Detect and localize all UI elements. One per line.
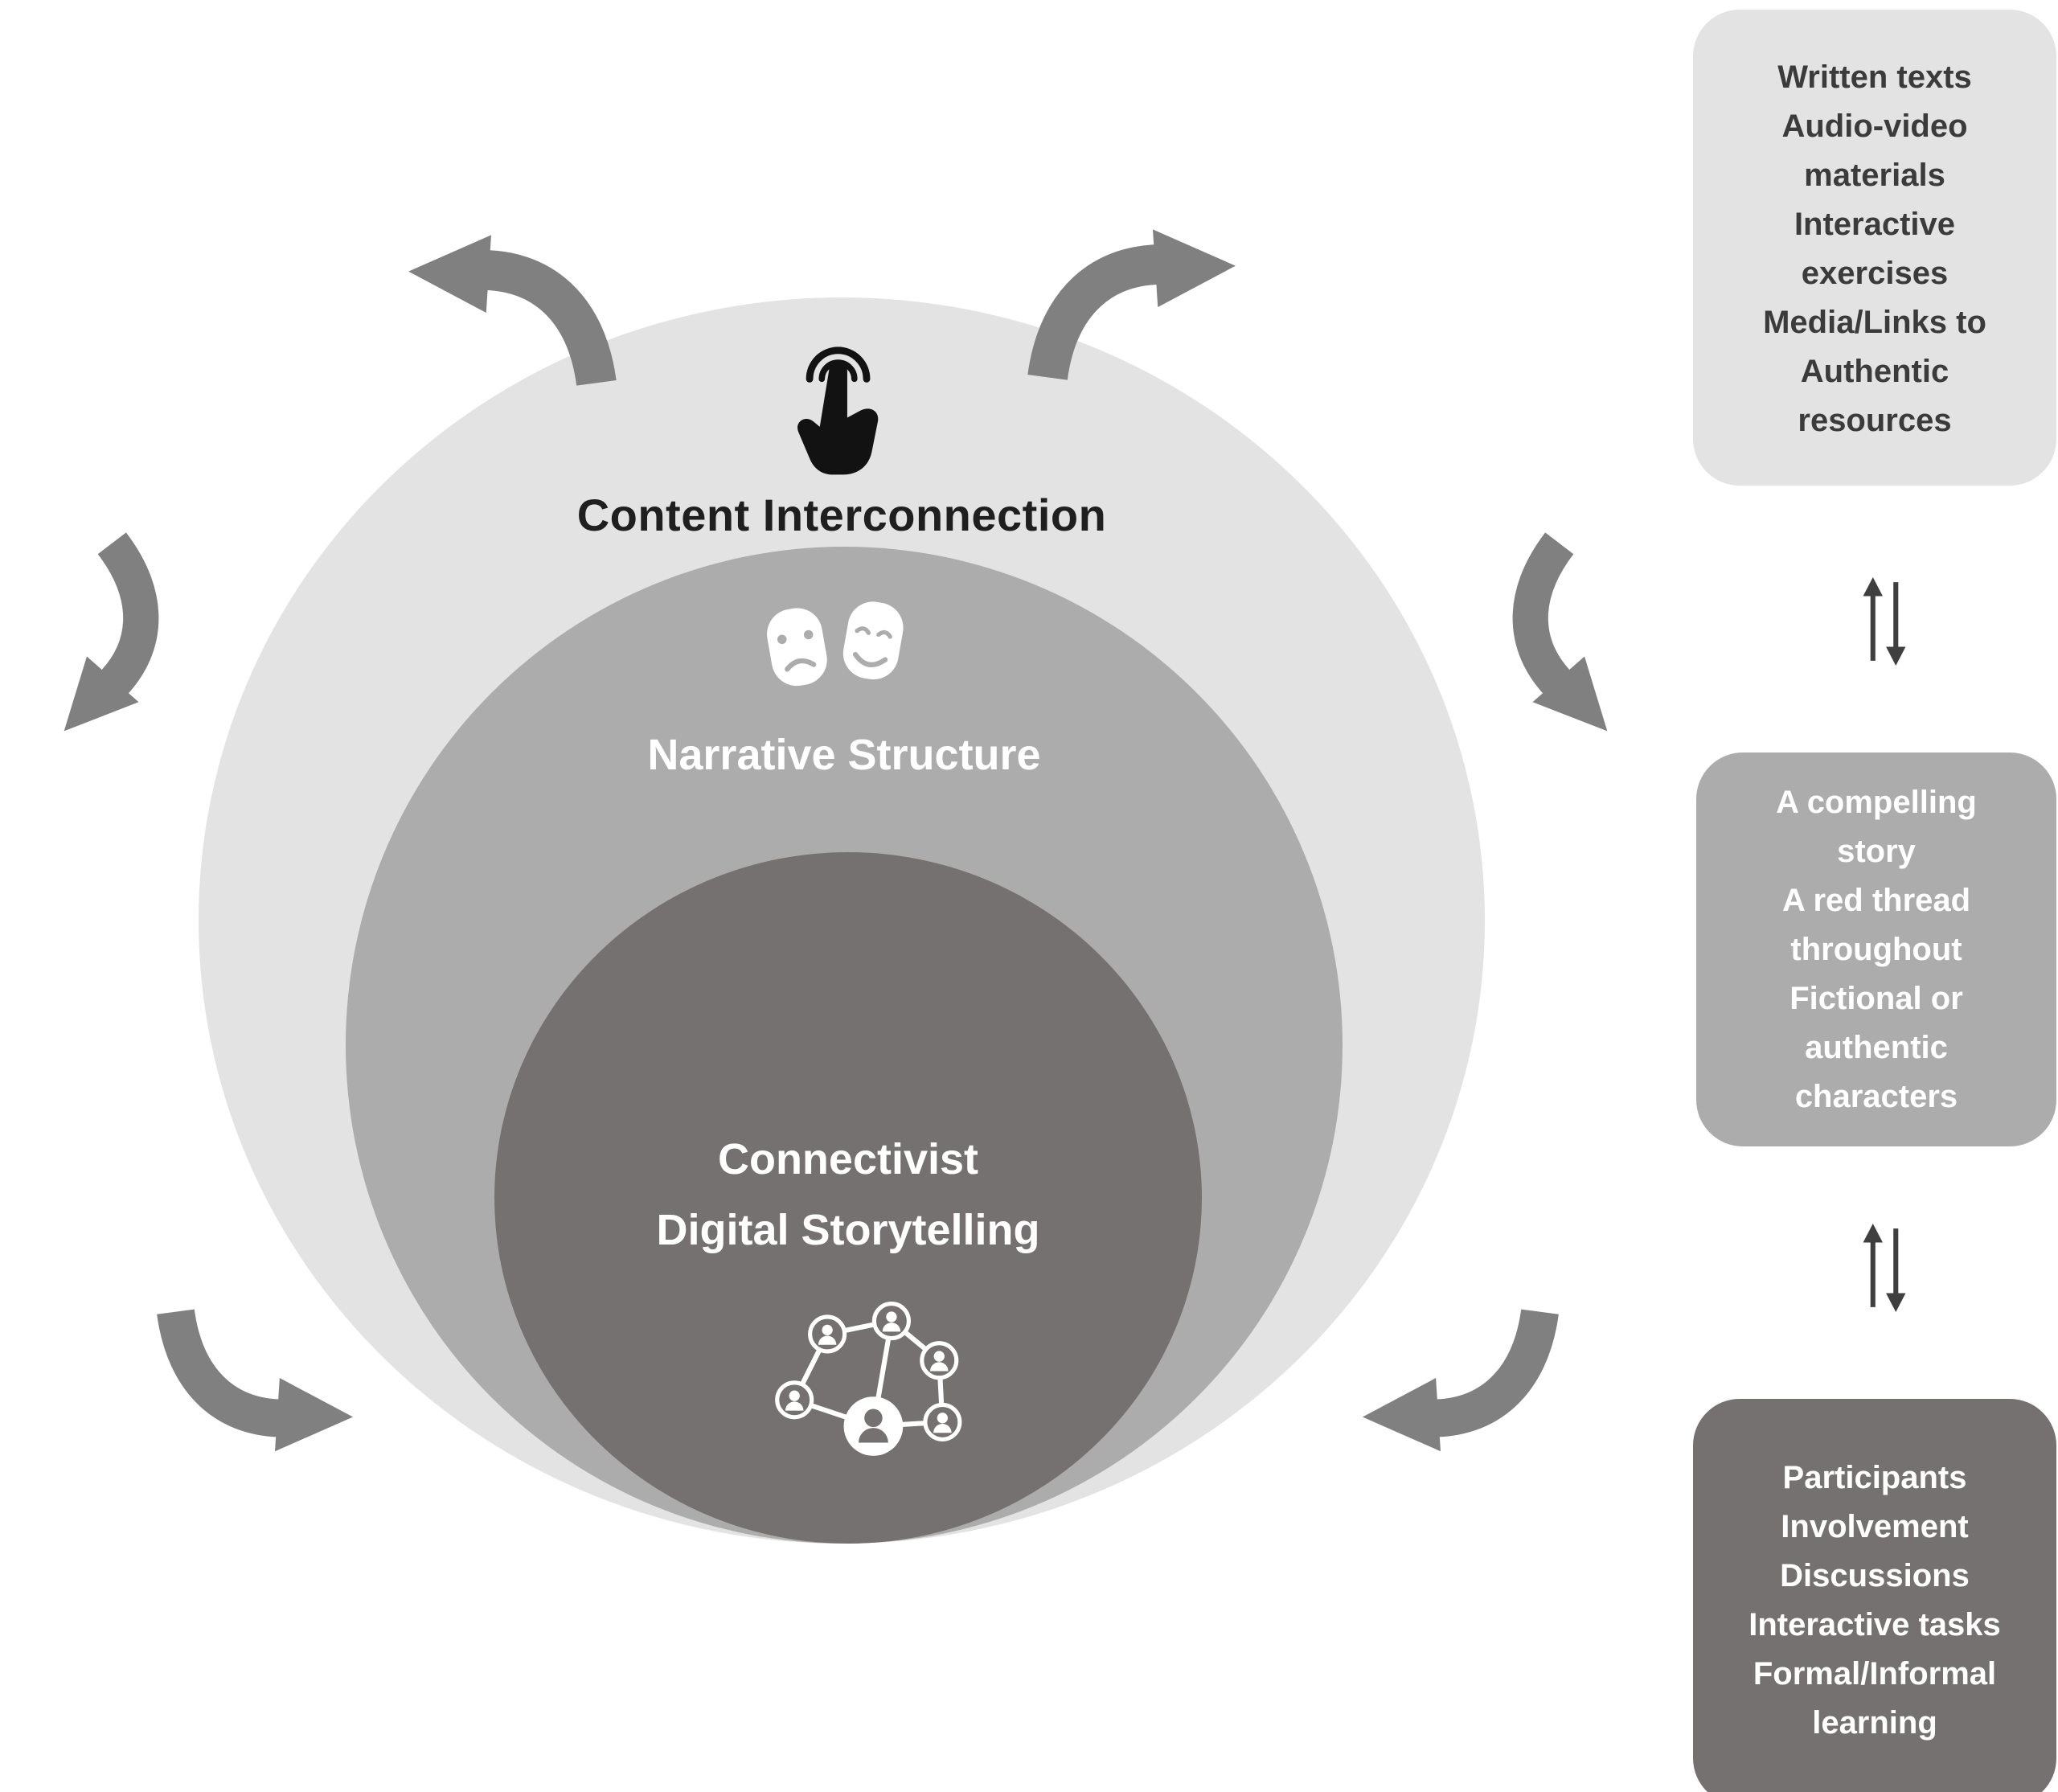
box-line: Interactive <box>1794 207 1956 242</box>
box-line: materials <box>1804 158 1945 193</box>
box-line: throughout <box>1790 932 1962 967</box>
box-line: Fictional or <box>1789 981 1963 1016</box>
content-resources-box: Written texts Audio-video materials Inte… <box>1693 10 2056 486</box>
curved-arrow-bottom-right <box>1360 1301 1561 1458</box>
box-line: resources <box>1798 403 1952 438</box>
bidirectional-arrows-icon-bottom <box>1851 1222 1917 1314</box>
inner-ring-label: Connectivist Digital Storytelling <box>494 1124 1202 1265</box>
participation-box: Participants Involvement Discussions Int… <box>1693 1399 2056 1792</box>
connected-people-network-icon <box>752 1294 965 1484</box>
curved-arrow-bottom-left <box>154 1301 355 1458</box>
inner-ring-label-line2: Digital Storytelling <box>656 1206 1040 1254</box>
box-line: Formal/Informal <box>1753 1656 1997 1692</box>
curved-arrow-middle-left <box>0 503 242 779</box>
curved-arrow-top-left <box>406 229 619 394</box>
curved-arrow-top-right <box>1025 223 1238 388</box>
box-line: Authentic <box>1800 354 1949 389</box>
curved-arrow-middle-right <box>1429 503 1705 779</box>
box-line: Involvement <box>1781 1509 1969 1544</box>
theater-masks-icon <box>746 588 931 709</box>
box-line: learning <box>1812 1705 1937 1741</box>
box-line: Participants <box>1782 1460 1967 1495</box>
box-line: Interactive tasks <box>1748 1607 2001 1642</box>
box-line: Media/Links to <box>1763 305 1986 340</box>
box-line: exercises <box>1801 256 1949 291</box>
box-line: Written texts <box>1777 59 1972 95</box>
box-line: authentic <box>1805 1030 1948 1065</box>
box-line: characters <box>1794 1079 1958 1114</box>
narrative-elements-box: A compelling story A red thread througho… <box>1696 752 2056 1146</box>
box-line: Discussions <box>1780 1558 1970 1593</box>
inner-ring-label-line1: Connectivist <box>717 1135 979 1183</box>
box-line: A red thread <box>1781 883 1971 918</box>
bidirectional-arrows-icon-top <box>1851 576 1917 667</box>
box-line: Audio-video <box>1781 109 1968 144</box>
outer-ring-label: Content Interconnection <box>576 490 1107 540</box>
box-line: story <box>1837 834 1916 869</box>
middle-ring-label: Narrative Structure <box>647 731 1041 779</box>
tap-gesture-icon <box>773 328 899 481</box>
box-line: A compelling <box>1776 785 1977 820</box>
